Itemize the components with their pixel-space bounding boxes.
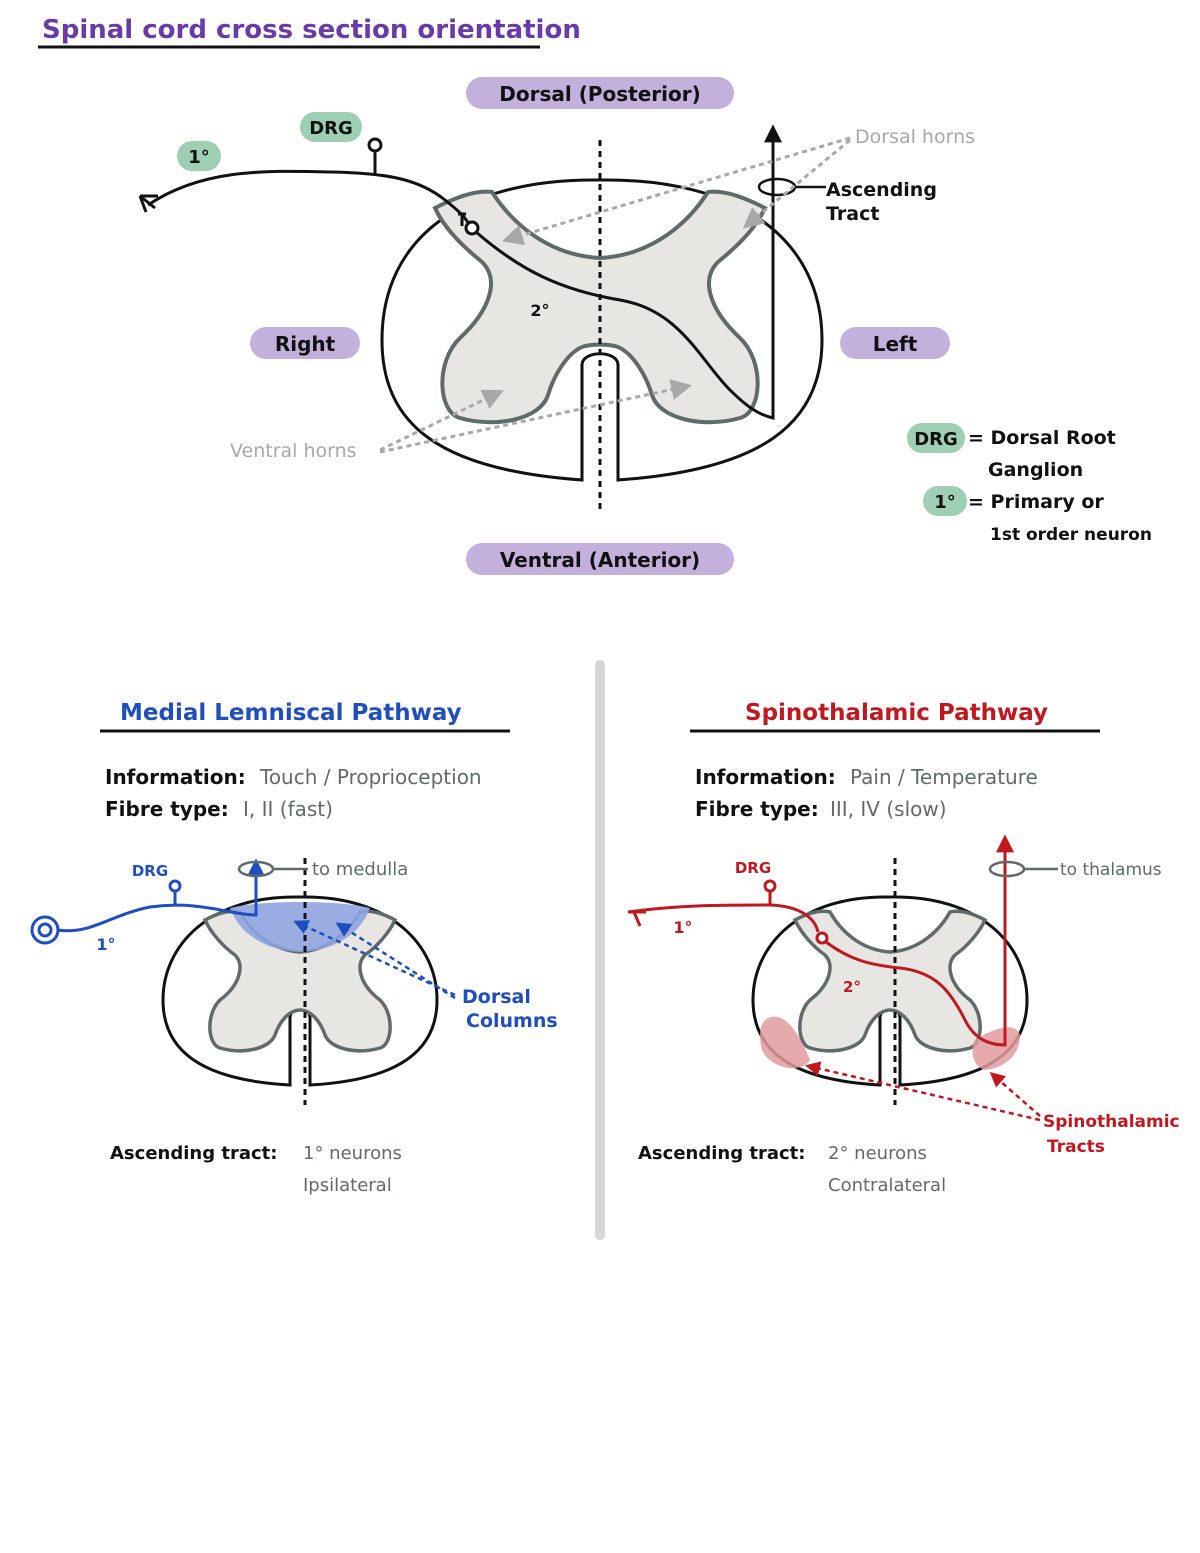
medial-to-label: to medulla	[312, 859, 408, 880]
spino-tract-right	[972, 1027, 1020, 1070]
medial-info-label: Information:	[105, 765, 246, 789]
spino-primary-path	[627, 903, 820, 933]
spino-info-value: Pain / Temperature	[850, 765, 1038, 789]
spino-secondary-label: 2°	[843, 978, 861, 996]
secondary-neuron-body	[464, 220, 480, 236]
medial-drg-label: DRG	[132, 862, 168, 880]
medial-info-value: Touch / Proprioception	[259, 765, 482, 789]
ascending-tract-ring	[757, 177, 797, 197]
secondary-neuron-path	[475, 124, 782, 420]
spino-primary-label: 1°	[673, 918, 692, 937]
synapse-terminal	[458, 212, 466, 226]
right-pill	[250, 327, 360, 359]
ventral-horns-label: Ventral horns	[230, 440, 357, 462]
spino-asc-line1: 2° neurons	[828, 1143, 927, 1164]
spino-tracts-label-2: Tracts	[1047, 1137, 1105, 1157]
legend-primary-text-2: 1st order neuron	[990, 525, 1152, 545]
medial-title: Medial Lemniscal Pathway	[120, 700, 462, 726]
medial-receptor-inner	[37, 922, 53, 938]
medial-primary-label: 1°	[96, 935, 115, 954]
ventral-pill	[466, 543, 734, 575]
dorsal-pill	[466, 77, 734, 109]
medial-fibre-label: Fibre type:	[105, 797, 229, 821]
primary-badge-label: 1°	[188, 147, 210, 168]
spino-tracts-arrow-1	[805, 1061, 1041, 1122]
spino-tracts-arrow-2	[989, 1072, 1041, 1117]
medial-primary-path	[57, 858, 265, 933]
spino-drg-label: DRG	[735, 859, 771, 877]
medial-asc-line2: Ipsilateral	[303, 1175, 392, 1196]
left-pill	[840, 327, 950, 359]
right-label: Right	[275, 332, 336, 356]
left-label: Left	[873, 332, 918, 356]
dorsal-label: Dorsal (Posterior)	[499, 82, 700, 106]
ventral-horn-arrow-2	[379, 379, 693, 454]
spino-asc-label: Ascending tract:	[638, 1143, 805, 1164]
medial-columns-arrow-1	[293, 920, 456, 997]
ascending-tract-label-2: Tract	[826, 203, 879, 225]
medial-drg-icon	[168, 879, 182, 893]
medial-columns-label: Dorsal	[462, 986, 531, 1008]
legend-primary-text: = Primary or	[968, 491, 1104, 513]
spino-tract-ring	[988, 860, 1026, 878]
spino-secondary-path	[825, 834, 1014, 1047]
dorsal-horn-arrow-2	[742, 138, 851, 229]
spino-fibre-label: Fibre type:	[695, 797, 819, 821]
medial-columns-label-2: Columns	[466, 1010, 558, 1032]
spino-receptor-icon	[628, 910, 646, 927]
spino-info-label: Information:	[695, 765, 836, 789]
drg-badge-label: DRG	[309, 118, 353, 139]
drg-badge	[300, 112, 362, 142]
legend-drg-text-2: Ganglion	[988, 459, 1083, 481]
secondary-label: 2°	[530, 301, 549, 320]
receptor-arrow-icon	[138, 194, 158, 213]
spino-grey-matter	[792, 909, 988, 1053]
spino-to-label: to thalamus	[1060, 860, 1162, 880]
medial-receptor-icon	[30, 915, 60, 945]
ventral-horn-arrow-1	[379, 389, 504, 452]
legend-primary-badge	[923, 486, 967, 516]
spino-tract-left	[760, 1016, 810, 1069]
ventral-label: Ventral (Anterior)	[500, 548, 700, 572]
legend-drg-text: = Dorsal Root	[968, 427, 1116, 449]
page-title: Spinal cord cross section orientation	[42, 15, 581, 45]
medial-asc-line1: 1° neurons	[303, 1143, 402, 1164]
legend-primary-badge-label: 1°	[934, 492, 956, 513]
drg-body-icon	[367, 137, 383, 153]
medial-fibre-value: I, II (fast)	[243, 797, 333, 821]
legend-drg-badge-label: DRG	[914, 429, 958, 450]
spino-title: Spinothalamic Pathway	[745, 700, 1048, 726]
dorsal-horn-arrow-1	[501, 136, 851, 246]
primary-neuron-path	[147, 169, 472, 227]
spino-tracts-label: Spinothalamic	[1043, 1112, 1180, 1132]
medial-asc-label: Ascending tract:	[110, 1143, 277, 1164]
legend-drg-badge	[907, 423, 965, 453]
dorsal-horns-label: Dorsal horns	[855, 126, 975, 148]
spino-asc-line2: Contralateral	[828, 1175, 946, 1196]
primary-badge	[177, 141, 221, 171]
spino-fibre-value: III, IV (slow)	[830, 797, 947, 821]
spino-secondary-body	[815, 931, 829, 945]
ascending-tract-label: Ascending	[826, 179, 937, 201]
spino-drg-icon	[763, 879, 777, 893]
